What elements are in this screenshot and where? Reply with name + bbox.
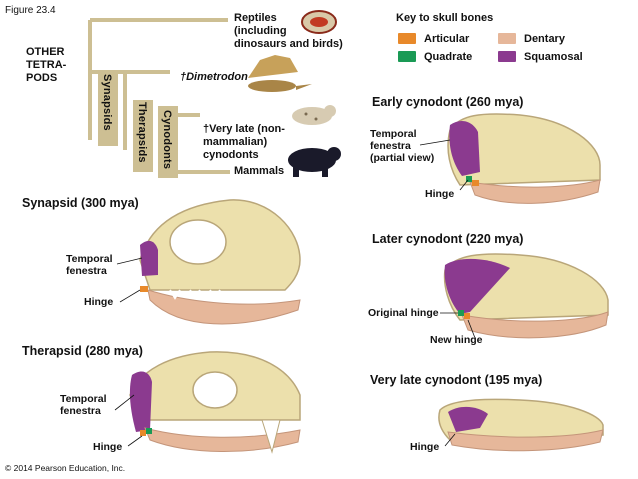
synapsid-skull bbox=[139, 199, 301, 325]
reptiles-label: Reptiles (including dinosaurs and birds) bbox=[234, 12, 343, 50]
therapsids-clade-label: Therapsids bbox=[136, 102, 148, 163]
early-cynodont-hinge-label: Hinge bbox=[425, 188, 455, 200]
copyright: © 2014 Pearson Education, Inc. bbox=[5, 463, 126, 473]
synapsid-title: Synapsid (300 mya) bbox=[22, 196, 139, 210]
later-cynodont-title: Later cynodont (220 mya) bbox=[372, 232, 524, 246]
dimetrodon-label: †Dimetrodon bbox=[180, 71, 248, 83]
leader-lines bbox=[114, 139, 476, 447]
synapsids-clade-label: Synapsids bbox=[101, 74, 113, 131]
key-item-dentary: Dentary bbox=[524, 33, 565, 45]
original-hinge-label: Original hinge bbox=[368, 307, 439, 319]
therapsid-fenestra-label: Temporal fenestra bbox=[60, 393, 107, 417]
figure-label: Figure 23.4 bbox=[5, 5, 56, 16]
early-cynodont-skull bbox=[447, 113, 601, 204]
therapsid-skull bbox=[129, 351, 301, 454]
snake-icon bbox=[301, 10, 337, 34]
key-item-squamosal: Squamosal bbox=[524, 51, 583, 63]
other-tetrapods-label: OTHER TETRA- PODS bbox=[26, 46, 67, 84]
articular-swatch bbox=[398, 33, 416, 44]
early-cynodont-title: Early cynodont (260 mya) bbox=[372, 95, 524, 109]
key-title: Key to skull bones bbox=[396, 12, 494, 24]
key-item-quadrate: Quadrate bbox=[424, 51, 473, 63]
late-cynodont-icon bbox=[292, 105, 336, 125]
therapsid-hinge-label: Hinge bbox=[93, 441, 123, 453]
clade-box-synapsids bbox=[98, 72, 118, 146]
new-hinge-label: New hinge bbox=[430, 334, 483, 346]
clade-box-cynodonts bbox=[158, 106, 178, 178]
very-late-cynodont-title: Very late cynodont (195 mya) bbox=[370, 373, 543, 387]
synapsid-fenestra-label: Temporal fenestra bbox=[66, 253, 113, 277]
synapsid-hinge-label: Hinge bbox=[84, 296, 114, 308]
quadrate-swatch bbox=[398, 51, 416, 62]
dimetrodon-icon bbox=[248, 55, 312, 92]
clade-box-therapsids bbox=[133, 100, 153, 172]
key-item-articular: Articular bbox=[424, 33, 470, 45]
dentary-swatch bbox=[498, 33, 516, 44]
bear-icon bbox=[288, 147, 341, 177]
late-cynodonts-label: †Very late (non- mammalian) cynodonts bbox=[203, 123, 285, 161]
very-late-cynodont-skull bbox=[438, 398, 604, 452]
cynodonts-clade-label: Cynodonts bbox=[161, 110, 173, 170]
therapsid-title: Therapsid (280 mya) bbox=[22, 344, 143, 358]
later-cynodont-skull bbox=[443, 253, 609, 339]
mammals-label: Mammals bbox=[234, 165, 285, 177]
squamosal-swatch bbox=[498, 51, 516, 62]
very-late-cynodont-hinge-label: Hinge bbox=[410, 441, 440, 453]
early-cynodont-fenestra-label: Temporal fenestra (partial view) bbox=[370, 128, 435, 164]
